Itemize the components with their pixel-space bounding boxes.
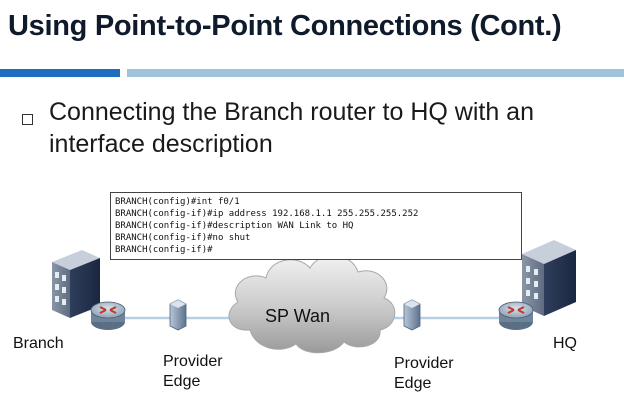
cloud-label: SP Wan <box>265 306 331 326</box>
cli-line: BRANCH(config)#int f0/1 <box>115 197 240 207</box>
edge-device-icon <box>403 299 421 331</box>
router-icon <box>90 301 126 330</box>
cli-line: BRANCH(config-if)# <box>115 245 213 255</box>
router-icon <box>498 301 534 330</box>
provider-edge-left-label-line2: Edge <box>163 373 201 390</box>
bullet-marker <box>22 114 33 125</box>
cli-output: BRANCH(config)#int f0/1 BRANCH(config-if… <box>110 192 522 260</box>
cloud-icon <box>228 255 396 354</box>
cli-line: BRANCH(config-if)#no shut <box>115 233 251 243</box>
edge-device-icon <box>169 299 187 331</box>
branch-label: Branch <box>13 335 64 352</box>
title-accent-bar-dark <box>0 69 120 77</box>
provider-edge-right-label-line1: Provider <box>394 355 454 372</box>
cli-line: BRANCH(config-if)#ip address 192.168.1.1… <box>115 209 419 219</box>
cli-line: BRANCH(config-if)#description WAN Link t… <box>115 221 354 231</box>
provider-edge-left-label-line1: Provider <box>163 353 223 370</box>
provider-edge-right-label-line2: Edge <box>394 375 432 392</box>
page-title: Using Point-to-Point Connections (Cont.) <box>8 10 562 42</box>
building-icon <box>52 250 100 318</box>
hq-label: HQ <box>553 335 577 352</box>
building-icon <box>522 240 576 316</box>
title-accent-bar-light <box>127 69 624 77</box>
bullet-text: Connecting the Branch router to HQ with … <box>49 98 534 158</box>
